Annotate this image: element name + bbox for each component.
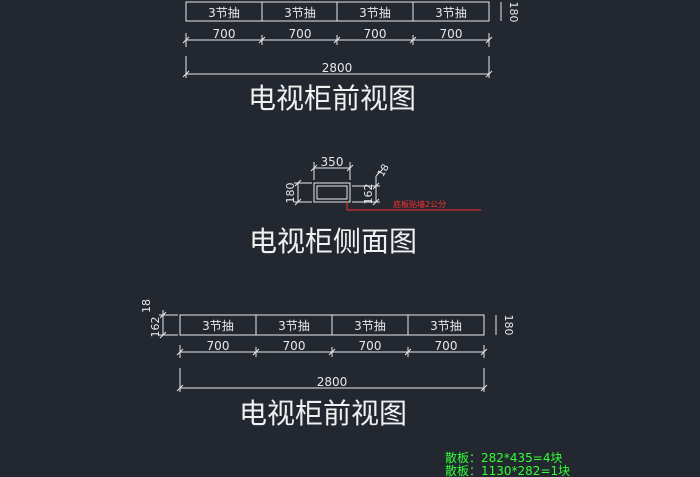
right-height-dim-text: 162 — [362, 184, 375, 205]
total-dim-text: 2800 — [317, 375, 348, 389]
front-view-top: 3节抽 3节抽 3节抽 3节抽 180 700 700 700 700 2800… — [182, 1, 520, 115]
side-inner-box — [316, 185, 348, 200]
segment-dim-text: 700 — [359, 339, 382, 353]
drawer-label: 3节抽 — [202, 319, 234, 333]
drawer-label: 3节抽 — [359, 6, 391, 20]
segment-dim-text: 700 — [213, 27, 236, 41]
left-dim-large-text: 162 — [149, 317, 162, 338]
drawer-label: 3节抽 — [435, 6, 467, 20]
leader-line — [375, 168, 384, 177]
side-view: 350 180 162 18 底板贴墙2公分 电视柜侧面图 — [249, 155, 481, 258]
segment-dim-text: 700 — [283, 339, 306, 353]
segment-dim-text: 700 — [289, 27, 312, 41]
segment-dim-text: 700 — [364, 27, 387, 41]
side-outer-box — [313, 182, 351, 203]
height-dim-text: 180 — [502, 315, 515, 336]
total-dim-text: 2800 — [322, 61, 353, 75]
left-dim-small-text: 18 — [140, 299, 153, 313]
view-caption: 电视柜前视图 — [248, 82, 416, 115]
left-height-dim-text: 180 — [284, 183, 297, 204]
drawer-label: 3节抽 — [430, 319, 462, 333]
top-thickness-dim-text: 18 — [376, 162, 392, 179]
material-note: 散板：1130*282=1块 — [445, 463, 570, 477]
height-dim-text: 180 — [507, 2, 520, 23]
segment-dim-text: 700 — [440, 27, 463, 41]
segment-dim-text: 700 — [207, 339, 230, 353]
material-notes: 散板：282*435=4块 散板：1130*282=1块 — [445, 450, 570, 477]
segment-dim-text: 700 — [435, 339, 458, 353]
view-caption: 电视柜侧面图 — [249, 225, 417, 258]
drawer-label: 3节抽 — [354, 319, 386, 333]
front-view-bottom: 3节抽 3节抽 3节抽 3节抽 18 162 180 700 700 700 7… — [140, 299, 515, 430]
drawer-label: 3节抽 — [278, 319, 310, 333]
drawer-label: 3节抽 — [208, 6, 240, 20]
drawer-label: 3节抽 — [284, 6, 316, 20]
width-dim-text: 350 — [321, 155, 344, 169]
view-caption: 电视柜前视图 — [239, 397, 407, 430]
side-note-text: 底板贴墙2公分 — [393, 199, 446, 209]
material-note: 散板：282*435=4块 — [445, 450, 563, 465]
